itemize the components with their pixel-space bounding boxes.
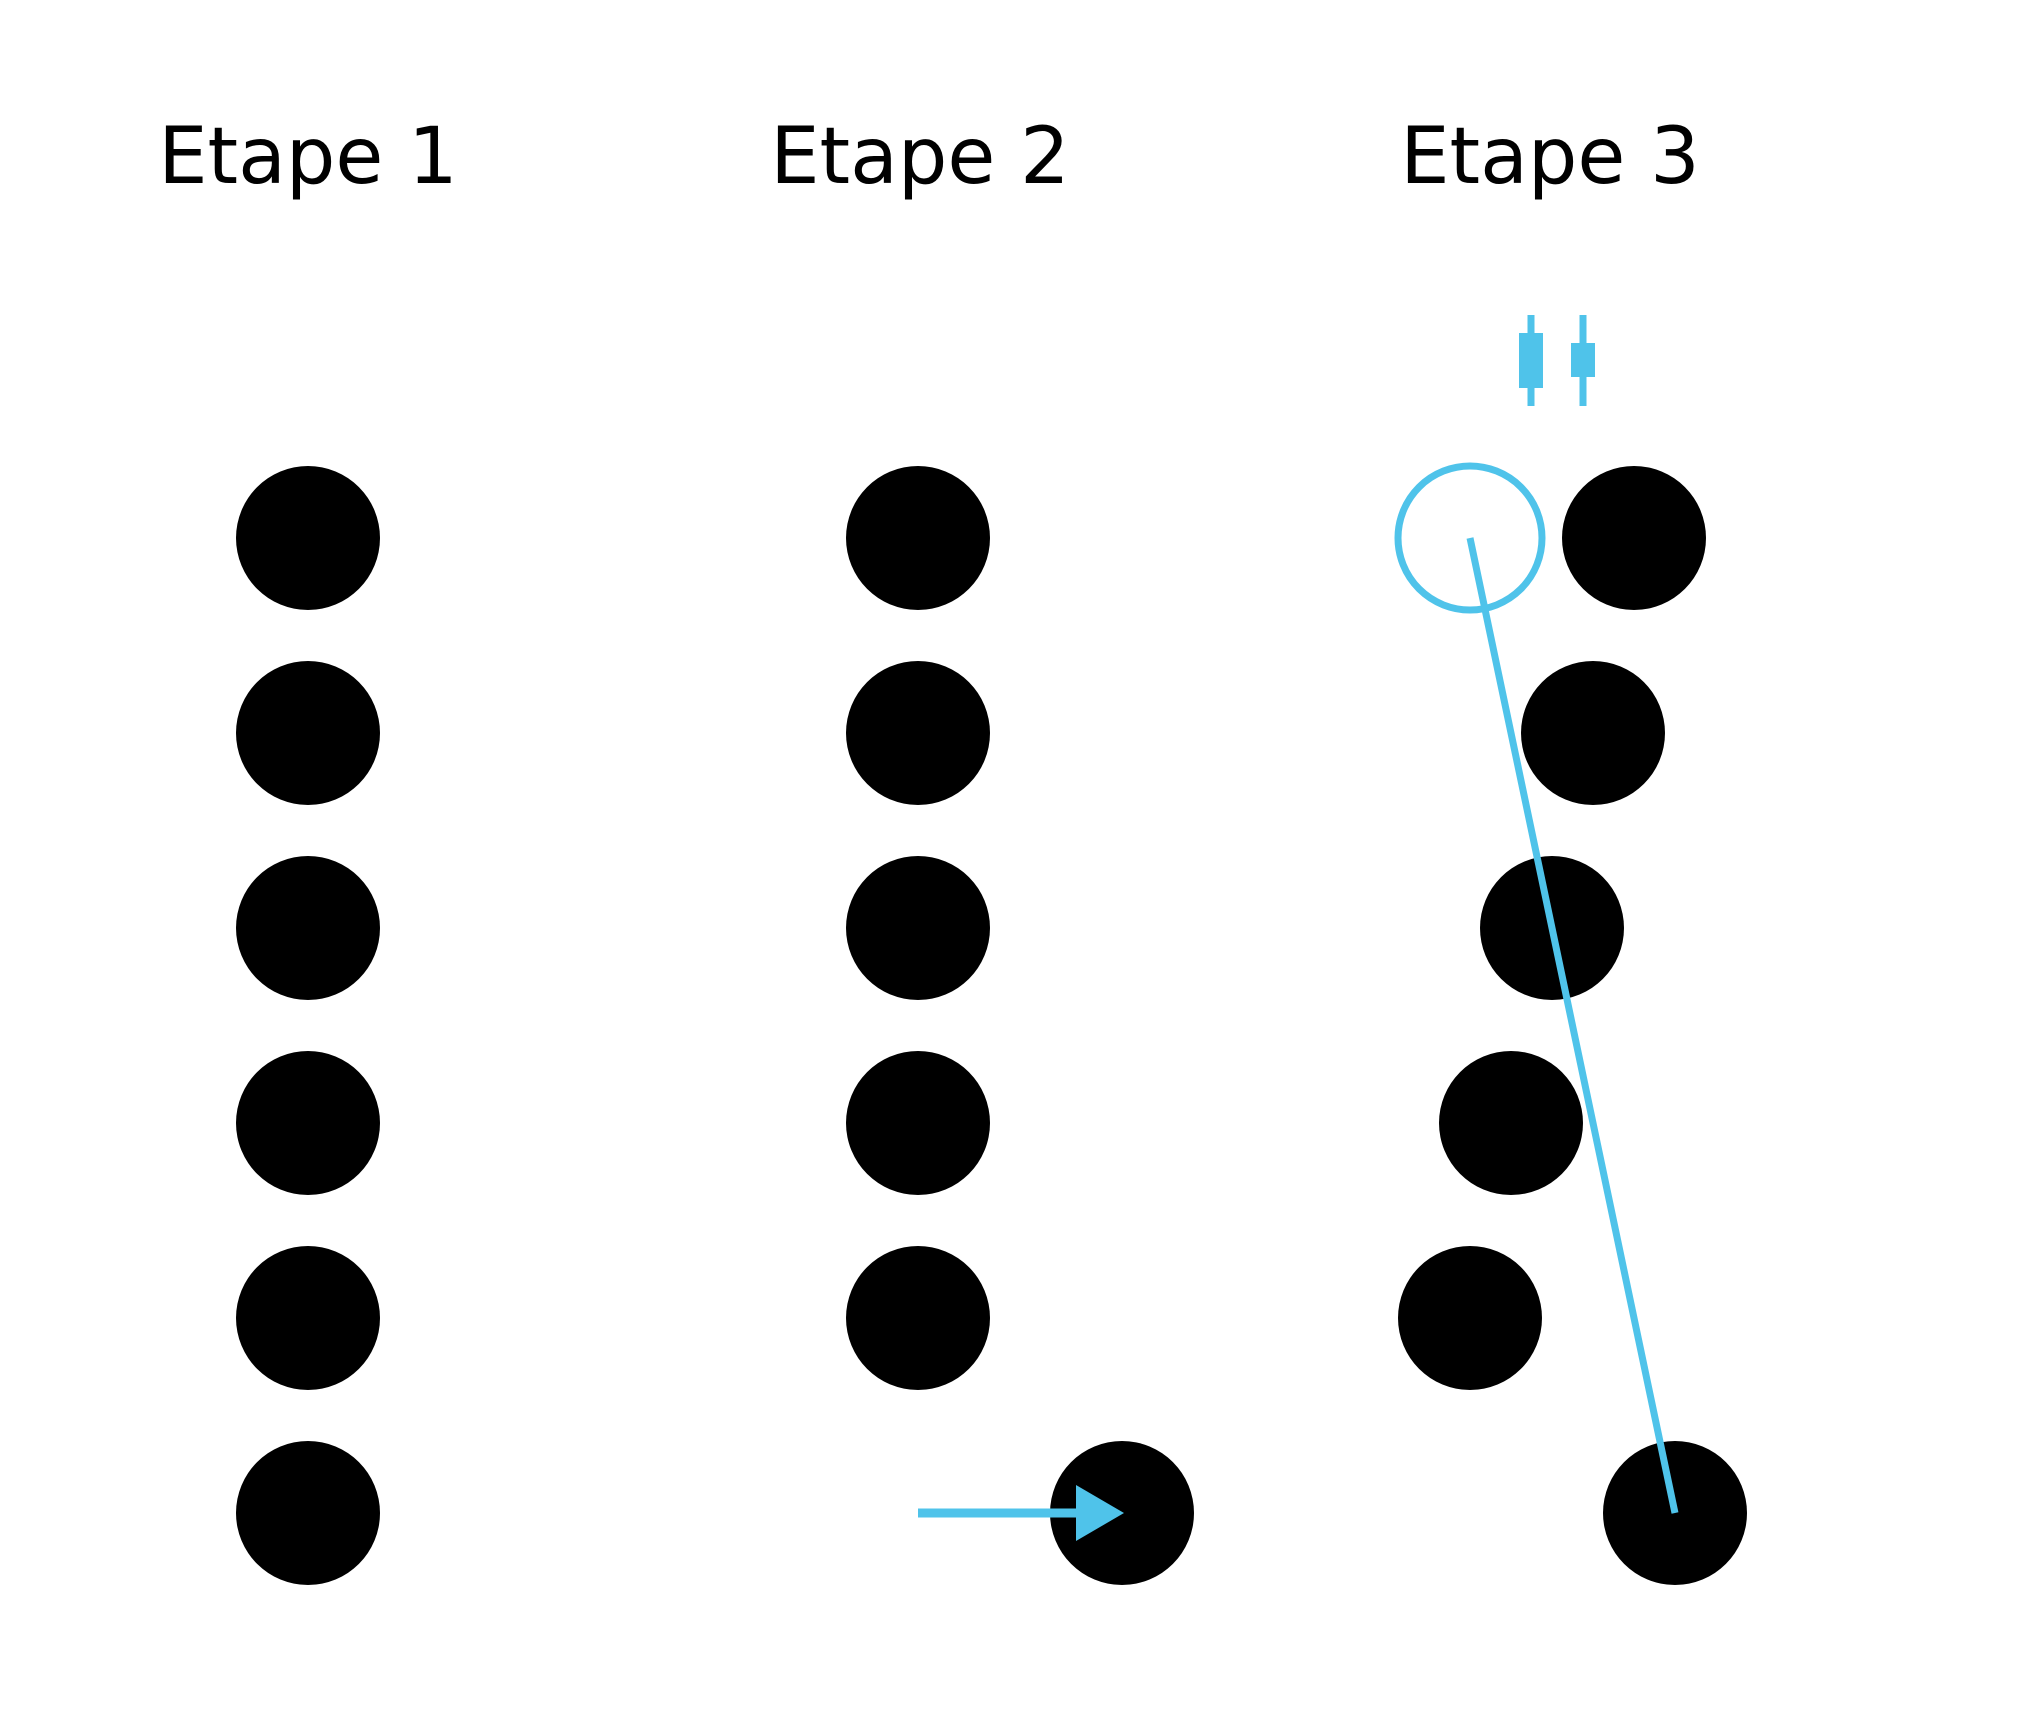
stage-2-dot (846, 661, 990, 805)
stage-3-equal-marks (1519, 315, 1595, 406)
stage-3-dot (1562, 466, 1706, 610)
stage-2-dots (846, 466, 1194, 1585)
stage-1-dot (236, 661, 380, 805)
stage-2-title: Etape 2 (770, 112, 1070, 202)
stage-2-arrow (918, 1485, 1124, 1541)
stage-3-title: Etape 3 (1400, 112, 1700, 202)
stage-3-slope-line (1466, 537, 1679, 1514)
stage-2-dot (846, 1051, 990, 1195)
stage-1-dots (236, 466, 380, 1585)
stage-1-dot (236, 1051, 380, 1195)
stage-2-dot (846, 856, 990, 1000)
stage-1-dot (236, 856, 380, 1000)
stage-1-dot (236, 466, 380, 610)
stage-3-dots (1398, 466, 1747, 1585)
arrow-head (1076, 1485, 1124, 1541)
stage-3-dot (1439, 1051, 1583, 1195)
stage-1-dot (236, 1441, 380, 1585)
stage-2-dot (846, 1246, 990, 1390)
mark-left-bar (1519, 333, 1543, 388)
stage-2-dot (846, 466, 990, 610)
stage-3-dot (1521, 661, 1665, 805)
stage-3-dot (1398, 1246, 1542, 1390)
stage-1-dot (236, 1246, 380, 1390)
stage-3-ghost-position (1394, 462, 1546, 614)
mark-right-bar (1571, 343, 1595, 377)
stage-1-title: Etape 1 (158, 112, 458, 202)
